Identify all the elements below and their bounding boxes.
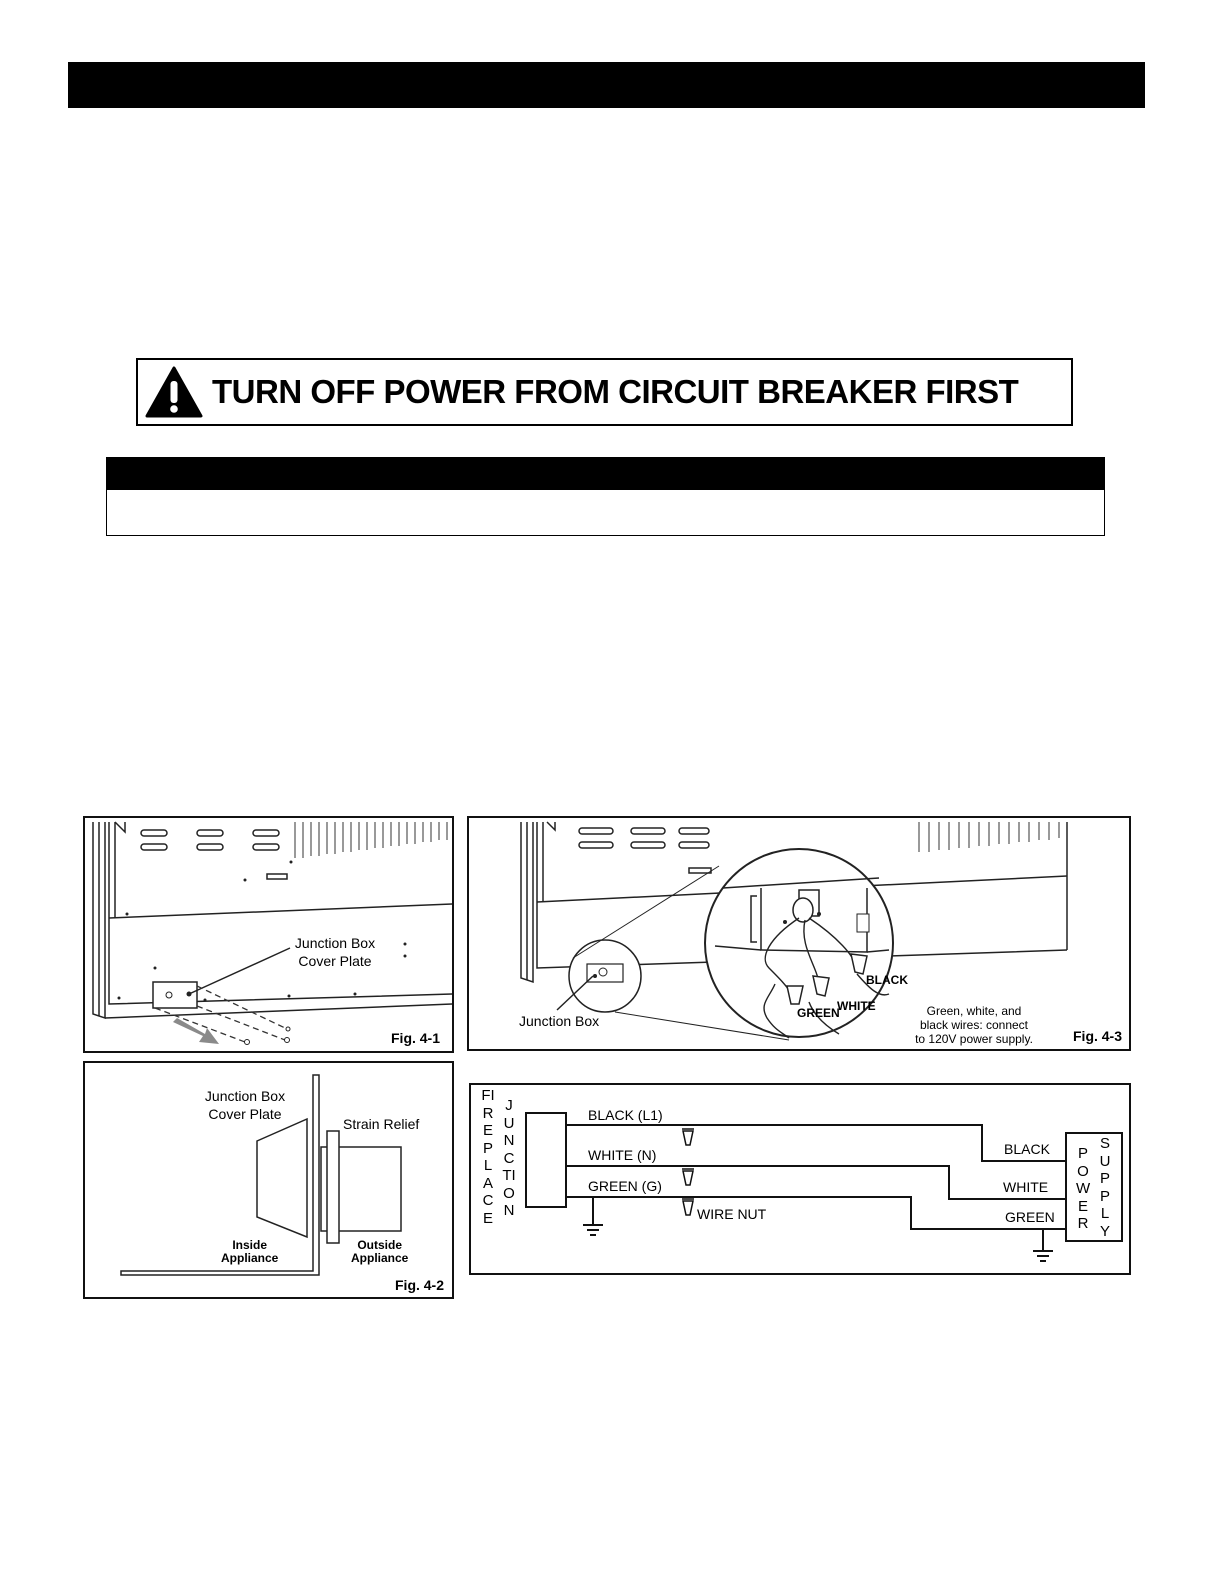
junction-vertical-label: JUNCTION [502, 1097, 516, 1219]
wire-label-white-n: WHITE (N) [588, 1147, 657, 1163]
callout-line: Cover Plate [298, 953, 372, 969]
label-line: Appliance [351, 1251, 409, 1265]
wiring-diagram: FIREPLACE JUNCTION POWER SUPPLY BLACK (L… [469, 1083, 1131, 1275]
supply-label-black: BLACK [1004, 1141, 1050, 1157]
supply-label-green: GREEN [1005, 1209, 1055, 1225]
note-box-header [107, 458, 1104, 490]
warning-triangle-icon [145, 366, 203, 418]
note-line: to 120V power supply. [915, 1032, 1033, 1046]
junction-box-cover-plate-callout: Junction Box Cover Plate [199, 1087, 291, 1123]
wire-nut-icons [682, 1130, 694, 1216]
fig-4-1-drawing [92, 821, 452, 1045]
supply-vertical-label: SUPPLY [1099, 1135, 1111, 1240]
label-line: Appliance [221, 1251, 279, 1265]
callout-line: Junction Box [204, 1088, 286, 1104]
label-line: Outside [357, 1238, 403, 1252]
wire-label-green: GREEN [797, 1006, 840, 1020]
supply-label-white: WHITE [1003, 1179, 1049, 1195]
fireplace-vertical-label: FIREPLACE [481, 1087, 495, 1227]
power-vertical-label: POWER [1076, 1145, 1091, 1232]
junction-box-cover-plate-callout: Junction Box Cover Plate [283, 934, 387, 970]
fig-4-2-drawing [120, 1074, 402, 1276]
wire-label-black-l1: BLACK (L1) [588, 1107, 663, 1123]
wiring-diagram-drawing [525, 1112, 1123, 1262]
outside-appliance-label: Outside Appliance [351, 1239, 408, 1265]
figure-4-1: Junction Box Cover Plate Fig. 4-1 [83, 816, 454, 1053]
wire-connection-note: Green, white, and black wires: connect t… [899, 1004, 1049, 1046]
warning-text: TURN OFF POWER FROM CIRCUIT BREAKER FIRS… [212, 373, 1019, 410]
strain-relief-callout: Strain Relief [343, 1116, 420, 1132]
figure-label: Fig. 4-2 [395, 1277, 445, 1293]
fig-4-3-drawing [520, 821, 1068, 1041]
power-warning-box: TURN OFF POWER FROM CIRCUIT BREAKER FIRS… [136, 358, 1073, 426]
callout-line: Cover Plate [208, 1106, 282, 1122]
note-line: Green, white, and [926, 1004, 1022, 1018]
wire-nut-label: WIRE NUT [697, 1206, 767, 1222]
figure-4-2: Junction Box Cover Plate Strain Relief I… [83, 1061, 454, 1299]
note-box [106, 457, 1105, 536]
label-line: Inside [232, 1238, 268, 1252]
wire-label-white: WHITE [837, 999, 876, 1013]
callout-line: Junction Box [294, 935, 376, 951]
figure-label: Fig. 4-1 [391, 1030, 441, 1046]
figure-4-3: BLACK WHITE GREEN Junction Box Green, wh… [467, 816, 1131, 1051]
junction-box-callout: Junction Box [519, 1013, 600, 1029]
wire-label-green-g: GREEN (G) [588, 1178, 662, 1194]
figure-label: Fig. 4-3 [1073, 1028, 1123, 1044]
inside-appliance-label: Inside Appliance [221, 1239, 278, 1265]
wire-label-black: BLACK [866, 973, 908, 987]
section-header-bar [68, 62, 1145, 108]
note-line: black wires: connect [919, 1018, 1029, 1032]
